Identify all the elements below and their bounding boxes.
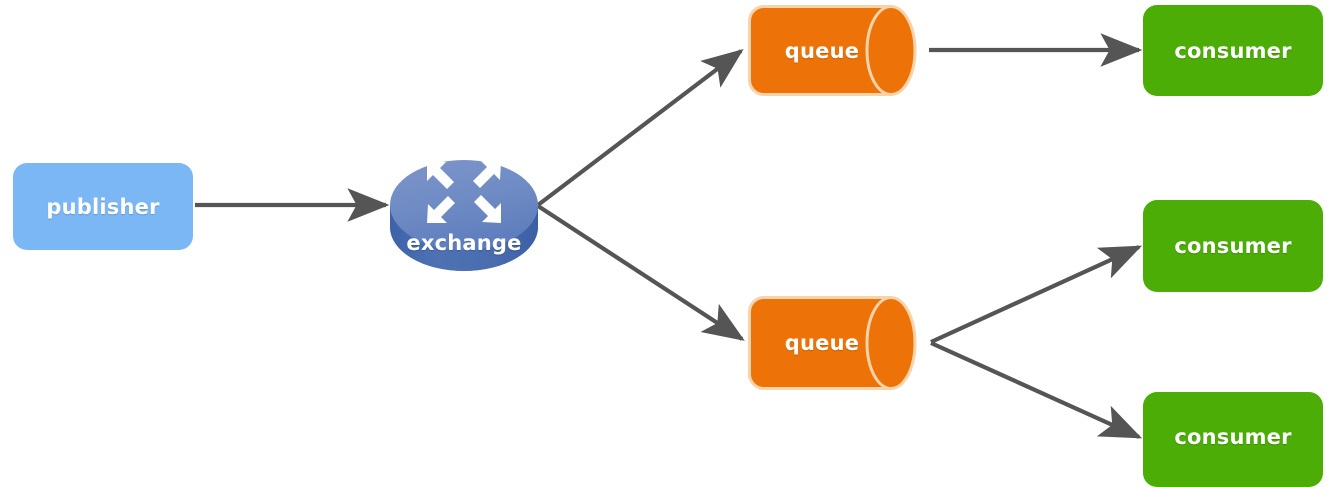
node-queue-top[interactable]: queue	[748, 5, 930, 96]
queue-cylinder-shape	[748, 296, 917, 390]
node-consumer-2-label: consumer	[1174, 234, 1292, 258]
node-publisher[interactable]: publisher	[13, 163, 193, 250]
node-consumer-3-label: consumer	[1174, 424, 1292, 449]
node-exchange[interactable]: exchange	[389, 139, 539, 281]
node-consumer-1-label: consumer	[1174, 38, 1292, 63]
node-consumer-2[interactable]: consumer	[1143, 200, 1323, 292]
edge-queue-bottom-to-consumer-2	[930, 245, 1143, 344]
node-queue-bottom[interactable]: queue	[748, 296, 930, 390]
node-consumer-1[interactable]: consumer	[1143, 5, 1323, 96]
edge-exchange-to-queue-bottom	[536, 204, 745, 341]
node-consumer-3[interactable]: consumer	[1143, 392, 1323, 487]
four-way-arrows-icon	[427, 161, 501, 223]
edge-queue-bottom-to-consumer-3	[930, 341, 1143, 439]
queue-cylinder-shape	[748, 5, 917, 96]
node-publisher-label: publisher	[46, 194, 160, 219]
edge-exchange-to-queue-top	[536, 48, 744, 207]
